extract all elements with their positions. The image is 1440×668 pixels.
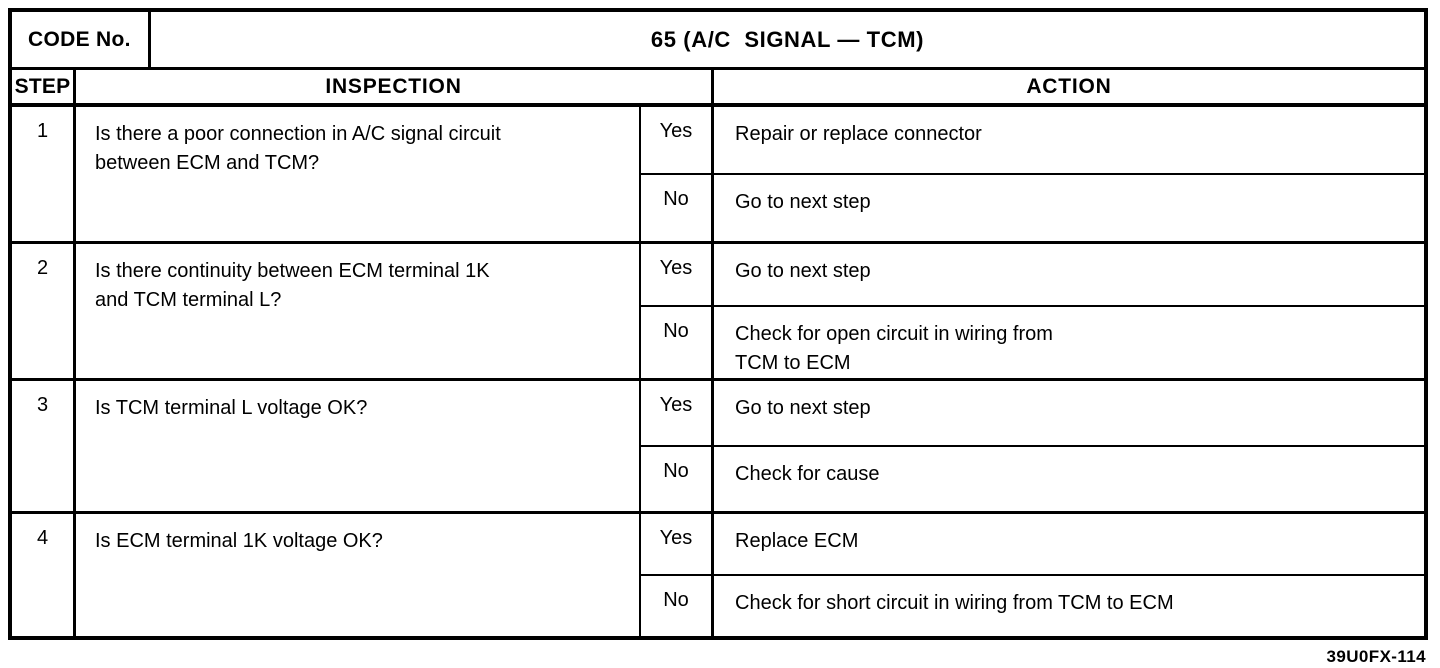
answer-label: No (641, 576, 714, 636)
step-number: 4 (12, 514, 76, 636)
code-row: CODE No. 65 (A/C SIGNAL — TCM) (12, 12, 1424, 70)
branch-yes: Yes Go to next step (641, 244, 1424, 305)
inspection-text: Is TCM terminal L voltage OK? (76, 381, 641, 511)
action-text: Check for short circuit in wiring from T… (735, 592, 1174, 614)
branches: Yes Replace ECM No Check for short circu… (641, 514, 1424, 636)
branch-no: No Go to next step (641, 173, 1424, 241)
table-row: 2 Is there continuity between ECM termin… (12, 244, 1424, 381)
figure-reference-code: 39U0FX-114 (1326, 647, 1426, 666)
table-row: 4 Is ECM terminal 1K voltage OK? Yes Rep… (12, 514, 1424, 636)
branch-no: No Check for short circuit in wiring fro… (641, 574, 1424, 636)
action-text: Repair or replace connector (735, 123, 982, 145)
action-text: Go to next step (735, 191, 871, 213)
code-title: 65 (A/C SIGNAL — TCM) (650, 26, 925, 52)
answer-label: Yes (641, 514, 714, 574)
step-number: 1 (12, 107, 76, 241)
branches: Yes Go to next step No Check for cause (641, 381, 1424, 511)
answer-label: Yes (641, 381, 714, 445)
answer-label: Yes (641, 107, 714, 173)
action-text: Go to next step (735, 397, 871, 419)
table-row: 3 Is TCM terminal L voltage OK? Yes Go t… (12, 381, 1424, 514)
step-number: 2 (12, 244, 76, 378)
diagnostic-table: CODE No. 65 (A/C SIGNAL — TCM) STEP INSP… (8, 8, 1428, 640)
branch-no: No Check for cause (641, 445, 1424, 511)
inspection-text: Is there continuity between ECM terminal… (76, 244, 641, 378)
action-text: Check for open circuit in wiring from TC… (735, 323, 1053, 374)
branches: Yes Go to next step No Check for open ci… (641, 244, 1424, 378)
code-label: CODE No. (12, 12, 151, 67)
branch-yes: Yes Go to next step (641, 381, 1424, 445)
step-number: 3 (12, 381, 76, 511)
action-text: Check for cause (735, 463, 880, 485)
inspection-text: Is there a poor connection in A/C signal… (76, 107, 641, 241)
branch-no: No Check for open circuit in wiring from… (641, 305, 1424, 378)
answer-label: No (641, 447, 714, 511)
column-header-action: ACTION (1026, 74, 1112, 98)
action-text: Go to next step (735, 260, 871, 282)
branch-yes: Yes Replace ECM (641, 514, 1424, 574)
column-header-inspection: INSPECTION (76, 70, 714, 103)
table-header-row: STEP INSPECTION ACTION (12, 70, 1424, 107)
branches: Yes Repair or replace connector No Go to… (641, 107, 1424, 241)
action-text: Replace ECM (735, 530, 859, 552)
inspection-text: Is ECM terminal 1K voltage OK? (76, 514, 641, 636)
answer-label: Yes (641, 244, 714, 305)
table-row: 1 Is there a poor connection in A/C sign… (12, 107, 1424, 244)
column-header-step: STEP (12, 70, 76, 103)
branch-yes: Yes Repair or replace connector (641, 107, 1424, 173)
answer-label: No (641, 307, 714, 378)
answer-label: No (641, 175, 714, 241)
